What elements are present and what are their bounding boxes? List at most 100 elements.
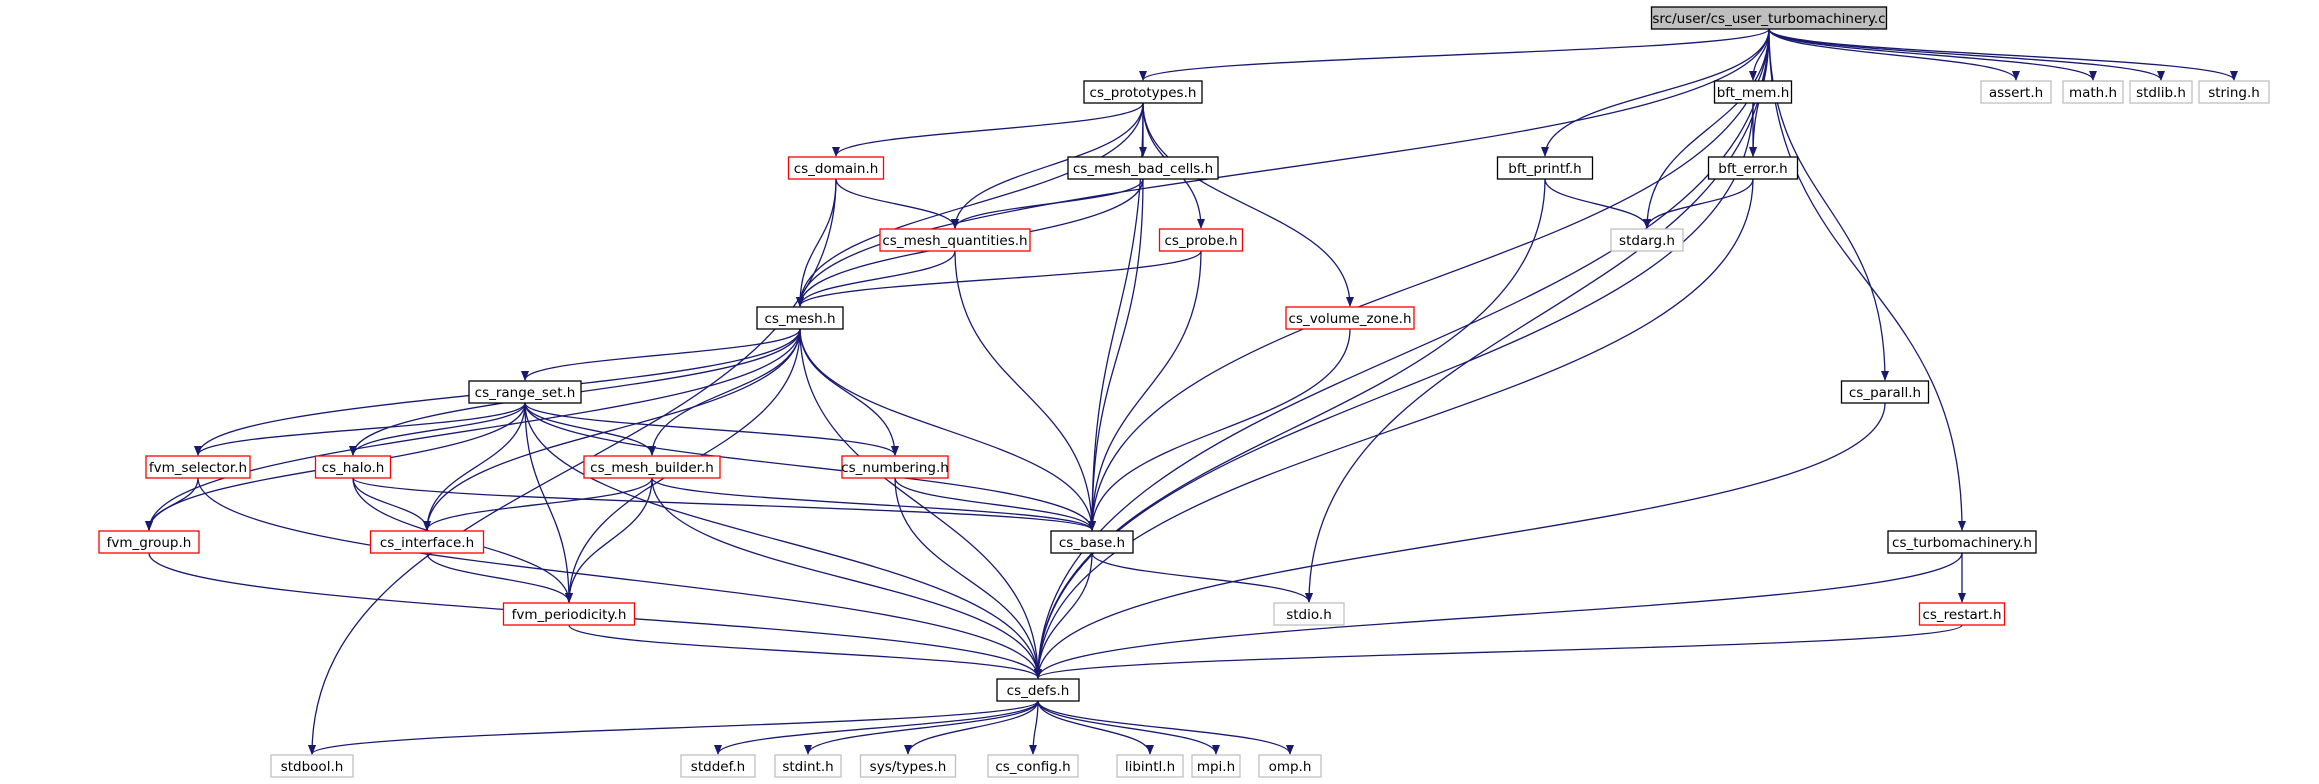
node-box: [468, 380, 582, 404]
edge-layer: [145, 28, 2238, 755]
node-fvm-group[interactable]: fvm_group.h: [98, 530, 200, 554]
node-label: string.h: [2208, 85, 2260, 101]
node-cs-mesh-builder[interactable]: cs_mesh_builder.h: [583, 455, 721, 479]
node-label: omp.h: [1269, 759, 1312, 775]
node-math: math.h: [2062, 80, 2124, 104]
edge-cs_base-to-stdio: [1091, 552, 1313, 603]
node-label: math.h: [2069, 85, 2117, 101]
node-box: [1083, 80, 1203, 104]
edge-cs_range_set-to-cs_mesh_builder: [524, 402, 656, 456]
edge-cs_mesh-to-cs_interface: [423, 328, 801, 531]
node-cs-mesh[interactable]: cs_mesh.h: [756, 306, 844, 330]
edge-cs_halo-to-cs_base: [352, 477, 1096, 531]
edge-cs_range_set-to-fvm_selector: [194, 402, 526, 456]
node-box: [98, 530, 200, 554]
node-label: cs_numbering.h: [841, 460, 949, 476]
node-box: [1191, 754, 1241, 778]
node-fvm-selector[interactable]: fvm_selector.h: [145, 455, 251, 479]
edge-bft_error-to-stdarg: [1643, 178, 1754, 229]
edge-cs_mesh_builder-to-cs_base: [651, 477, 1096, 531]
node-cs-range-set[interactable]: cs_range_set.h: [468, 380, 582, 404]
node-stdarg: stdarg.h: [1610, 228, 1684, 252]
edge-cs_domain-to-cs_mesh_quantities: [835, 178, 959, 229]
node-cs-base[interactable]: cs_base.h: [1050, 530, 1134, 554]
node-cs-parall[interactable]: cs_parall.h: [1840, 380, 1930, 404]
node-label: cs_mesh_quantities.h: [882, 233, 1027, 249]
node-label: cs_halo.h: [322, 460, 385, 476]
edge-root-to-bft_printf: [1541, 28, 1770, 157]
node-label: cs_parall.h: [1849, 385, 1921, 401]
node-cs-prototypes[interactable]: cs_prototypes.h: [1083, 80, 1203, 104]
edge-root-to-cs_base: [1088, 28, 1770, 531]
edge-cs_parall-to-cs_defs: [1034, 402, 1886, 679]
node-box: [1713, 80, 1793, 104]
edge-root-to-stdlib: [1768, 28, 2165, 81]
node-cs-probe[interactable]: cs_probe.h: [1158, 228, 1244, 252]
edge-cs_mesh-to-fvm_group: [145, 328, 801, 531]
node-cs-mesh-bad-cells[interactable]: cs_mesh_bad_cells.h: [1067, 156, 1219, 180]
node-root[interactable]: src/user/cs_user_turbomachinery.c: [1650, 6, 1888, 30]
edge-root-to-math: [1768, 28, 2097, 81]
edge-root-to-cs_turbomachinery: [1768, 28, 1966, 531]
node-stdbool: stdbool.h: [270, 754, 354, 778]
node-label: cs_turbomachinery.h: [1892, 535, 2032, 551]
node-fvm-periodicity[interactable]: fvm_periodicity.h: [502, 602, 636, 626]
node-box: [1610, 228, 1684, 252]
node-box: [1158, 228, 1244, 252]
node-box: [1285, 306, 1415, 330]
node-cs-defs[interactable]: cs_defs.h: [996, 678, 1080, 702]
node-label: stdbool.h: [281, 759, 344, 775]
edge-cs_halo-to-cs_interface: [352, 477, 431, 531]
node-label: cs_defs.h: [1007, 683, 1070, 699]
node-label: stddef.h: [691, 759, 745, 775]
edge-cs_mesh_builder-to-cs_defs: [651, 477, 1042, 679]
node-label: fvm_selector.h: [149, 460, 247, 476]
edge-cs_mesh-to-cs_range_set: [521, 328, 801, 381]
node-box: [841, 455, 949, 479]
edge-cs_restart-to-cs_defs: [1034, 624, 1963, 679]
node-box: [270, 754, 354, 778]
node-cs-halo[interactable]: cs_halo.h: [314, 455, 392, 479]
edge-cs_prototypes-to-cs_mesh: [796, 102, 1144, 307]
node-box: [987, 754, 1079, 778]
edge-cs_mesh_builder-to-fvm_periodicity: [565, 477, 653, 603]
edge-root-to-cs_mesh: [796, 28, 1770, 307]
edge-cs_mesh-to-cs_defs: [799, 328, 1042, 679]
node-bft-mem[interactable]: bft_mem.h: [1713, 80, 1793, 104]
node-label: cs_range_set.h: [475, 385, 576, 401]
node-sys-types: sys/types.h: [859, 754, 957, 778]
node-box: [1707, 156, 1799, 180]
node-box: [314, 455, 392, 479]
edge-bft_error-to-cs_defs: [1034, 178, 1754, 679]
node-bft-printf[interactable]: bft_printf.h: [1496, 156, 1594, 180]
edge-cs_probe-to-cs_base: [1088, 250, 1202, 531]
edge-cs_range_set-to-cs_base: [524, 402, 1096, 531]
edge-cs_range_set-to-cs_defs: [524, 402, 1042, 679]
node-box: [1650, 6, 1888, 30]
node-cs-numbering[interactable]: cs_numbering.h: [841, 455, 949, 479]
node-cs-turbomachinery[interactable]: cs_turbomachinery.h: [1887, 530, 2037, 554]
edge-fvm_periodicity-to-cs_defs: [568, 624, 1042, 679]
node-box: [1496, 156, 1594, 180]
node-label: cs_base.h: [1059, 535, 1125, 551]
node-bft-error[interactable]: bft_error.h: [1707, 156, 1799, 180]
edge-cs_defs-to-sys_types: [904, 700, 1039, 755]
node-box: [1116, 754, 1184, 778]
node-box: [145, 455, 251, 479]
edge-fvm_selector-to-fvm_group: [145, 477, 199, 531]
node-label: fvm_periodicity.h: [512, 607, 627, 623]
edge-cs_defs-to-stdint: [804, 700, 1039, 755]
node-cs-interface[interactable]: cs_interface.h: [369, 530, 485, 554]
node-cs-domain[interactable]: cs_domain.h: [787, 156, 885, 180]
edge-cs_defs-to-stdbool: [308, 700, 1039, 755]
node-cs-volume-zone[interactable]: cs_volume_zone.h: [1285, 306, 1415, 330]
node-cs-restart[interactable]: cs_restart.h: [1918, 602, 2006, 626]
node-label: bft_error.h: [1718, 161, 1787, 177]
node-label: stdio.h: [1286, 607, 1332, 623]
node-box: [879, 228, 1031, 252]
node-label: cs_config.h: [995, 759, 1070, 775]
node-cs-mesh-quantities[interactable]: cs_mesh_quantities.h: [879, 228, 1031, 252]
edge-cs_domain-to-cs_mesh: [796, 178, 837, 307]
node-box: [1258, 754, 1322, 778]
